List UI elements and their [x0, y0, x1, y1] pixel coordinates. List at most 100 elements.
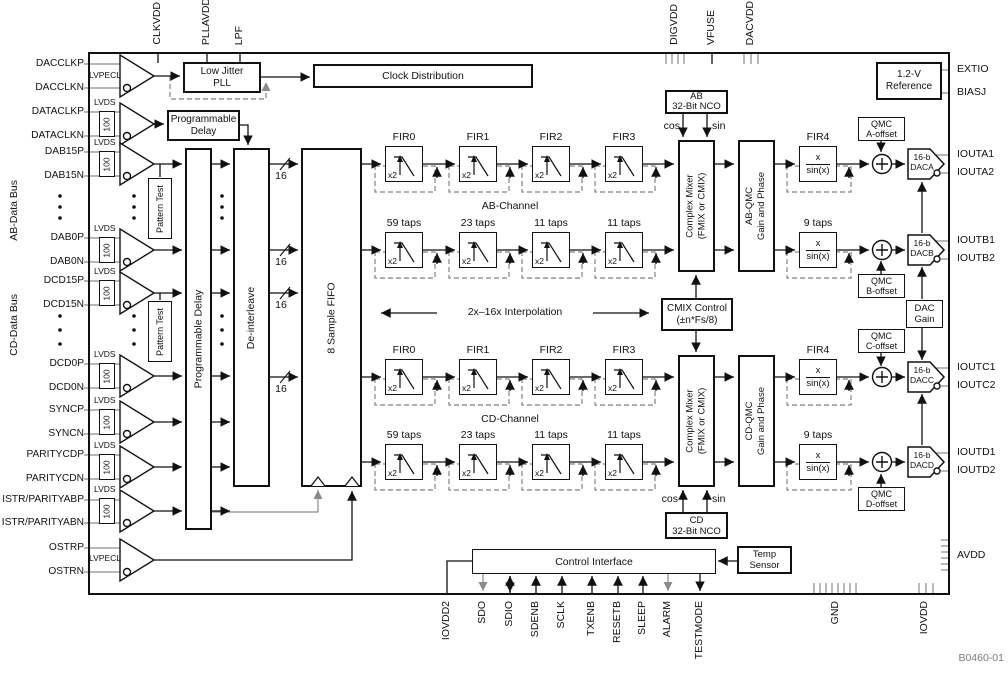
clock-distribution-block: Clock Distribution — [313, 64, 533, 88]
lowpass-filter-icon — [541, 368, 562, 390]
pin-clkvdd: CLKVDD — [151, 2, 163, 45]
pin-avdd: AVDD — [957, 549, 986, 561]
lvds-label: LVDS — [94, 395, 116, 405]
pin-resetb: RESETB — [611, 601, 623, 644]
lvds-label: LVDS — [94, 349, 116, 359]
termination-resistor: 100 — [99, 498, 115, 524]
termination-resistor: 100 — [99, 151, 115, 177]
pin-paritycdn: PARITYCDN — [25, 473, 84, 484]
pin-dcd15p: DCD15P — [43, 275, 84, 286]
sin-label-ab: sin — [712, 120, 726, 132]
pin-dab0n: DAB0N — [50, 256, 84, 267]
lvpecl-label: LVPECL — [89, 553, 121, 563]
lowpass-filter-icon — [468, 155, 489, 177]
ab-channel-label: AB-Channel — [481, 200, 539, 212]
lowpass-filter-icon — [541, 241, 562, 263]
pin-ioutb2: IOUTB2 — [957, 252, 995, 264]
pin-dataclkn: DATACLKN — [31, 130, 84, 141]
bus-width-16: 16 — [275, 256, 287, 268]
pin-ioutc1: IOUTC1 — [957, 361, 996, 373]
lvds-label: LVDS — [94, 266, 116, 276]
pin-sdo: SDO — [476, 601, 488, 624]
lowpass-filter-icon — [394, 453, 415, 475]
pattern-test-ab-block: Pattern Test — [148, 178, 172, 239]
sin-label-cd: sin — [712, 493, 726, 505]
interpolation-range-label: 2x–16x Interpolation — [437, 306, 593, 318]
pin-ioutc2: IOUTC2 — [957, 379, 996, 391]
termination-resistor: 100 — [99, 237, 115, 263]
pin-txenb: TXENB — [585, 601, 597, 637]
complex-mixer-cd-block: Complex Mixer(FMIX or CMIX) — [678, 355, 715, 487]
pin-pllavdd: PLLAVDD — [200, 0, 212, 45]
deinterleave-block: De-interleave — [233, 148, 270, 487]
lowpass-filter-icon — [614, 241, 635, 263]
lvds-label: LVDS — [94, 223, 116, 233]
termination-resistor: 100 — [99, 454, 115, 480]
pin-sclk: SCLK — [555, 601, 567, 629]
pin-paritycdp: PARITYCDP — [26, 449, 84, 460]
lowpass-filter-icon — [468, 368, 489, 390]
pin-extio: EXTIO — [957, 63, 989, 75]
pin-dcd0p: DCD0P — [49, 358, 84, 369]
bus-width-16: 16 — [275, 170, 287, 182]
termination-resistor: 100 — [99, 111, 115, 137]
pin-biasj: BIASJ — [957, 86, 987, 98]
pin-vfuse: VFUSE — [705, 9, 717, 45]
pin-sleep: SLEEP — [636, 601, 648, 635]
lowpass-filter-icon — [394, 368, 415, 390]
chip-outline — [88, 52, 950, 595]
pin-sdenb: SDENB — [529, 601, 541, 638]
termination-resistor: 100 — [99, 409, 115, 435]
pin-iouta1: IOUTA1 — [957, 148, 995, 160]
pin-dacclkp: DACCLKP — [35, 58, 84, 69]
pin-dacvdd: DACVDD — [744, 0, 756, 45]
lowpass-filter-icon — [541, 453, 562, 475]
lvds-label: LVDS — [94, 97, 116, 107]
pattern-test-cd-block: Pattern Test — [148, 301, 172, 362]
lvpecl-label: LVPECL — [89, 70, 121, 80]
pin-dab0p: DAB0P — [50, 232, 84, 243]
lowpass-filter-icon — [394, 241, 415, 263]
cmix-control-block: CMIX Control(±n*Fs/8) — [661, 298, 733, 331]
pin-ioutd1: IOUTD1 — [957, 446, 996, 458]
cos-label-cd: cos — [661, 493, 678, 505]
pin-dcd0n: DCD0N — [48, 382, 84, 393]
lowpass-filter-icon — [468, 453, 489, 475]
pin-istr-parityabp: ISTR/PARITYABP — [2, 494, 84, 505]
pin-iouta2: IOUTA2 — [957, 166, 995, 178]
pin-dab15p: DAB15P — [44, 146, 84, 157]
pin-syncp: SYNCP — [48, 404, 84, 415]
cd-channel-label: CD-Channel — [481, 413, 539, 425]
pin-dcd15n: DCD15N — [43, 299, 84, 310]
